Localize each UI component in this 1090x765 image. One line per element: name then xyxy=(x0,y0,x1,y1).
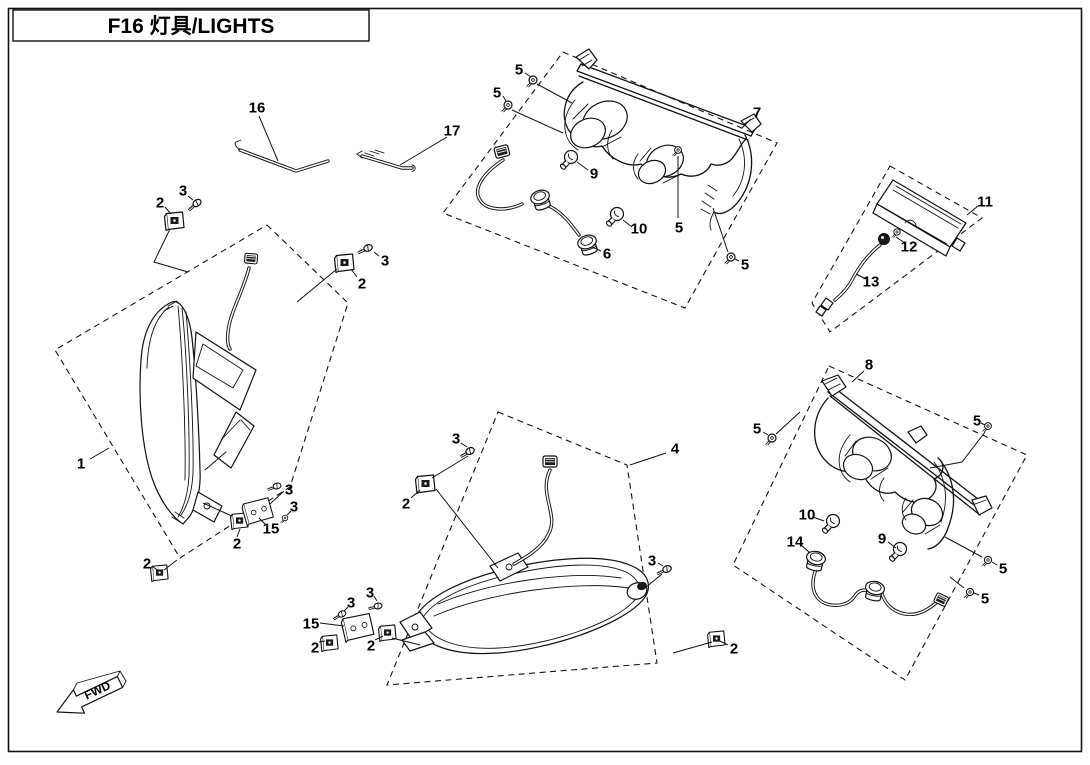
callout-11: 11 xyxy=(977,194,993,211)
callout-15: 15 xyxy=(263,521,280,538)
callout-3: 3 xyxy=(452,431,460,448)
callout-5: 5 xyxy=(981,591,989,608)
callout-16: 16 xyxy=(249,100,266,117)
group-4-position-light xyxy=(318,411,729,686)
group-1-headlight-housing xyxy=(54,195,380,583)
callout-5: 5 xyxy=(753,421,761,438)
callout-3: 3 xyxy=(648,553,656,570)
callout-2: 2 xyxy=(143,556,151,573)
callout-2: 2 xyxy=(156,195,164,212)
callout-3: 3 xyxy=(285,482,293,499)
callout-14: 14 xyxy=(787,534,804,551)
page-title: F16 灯具/LIGHTS xyxy=(108,15,275,38)
callout-5: 5 xyxy=(741,257,749,274)
callout-10: 10 xyxy=(799,507,816,524)
callout-15: 15 xyxy=(303,616,320,633)
callout-4: 4 xyxy=(671,441,680,458)
title-box: F16 灯具/LIGHTS xyxy=(12,9,370,42)
callout-10: 10 xyxy=(631,221,648,238)
callout-2: 2 xyxy=(402,496,410,513)
callout-2: 2 xyxy=(358,276,366,293)
callout-3: 3 xyxy=(290,499,298,516)
part-16-rod xyxy=(234,115,330,173)
callout-6: 6 xyxy=(603,246,611,263)
callout-17: 17 xyxy=(444,123,461,140)
callout-1: 1 xyxy=(77,456,85,473)
callout-2: 2 xyxy=(233,536,241,553)
callout-13: 13 xyxy=(863,274,880,291)
group-7-headlight-upper xyxy=(442,48,778,309)
callout-7: 7 xyxy=(753,105,761,122)
page-border xyxy=(7,7,1083,753)
callout-3: 3 xyxy=(347,595,355,612)
callout-5: 5 xyxy=(973,413,981,430)
callout-2: 2 xyxy=(311,640,319,657)
part-17-rod xyxy=(356,136,448,172)
group-11-position-lamp xyxy=(811,165,984,333)
callout-3: 3 xyxy=(366,585,374,602)
callout-3: 3 xyxy=(179,183,187,200)
callout-9: 9 xyxy=(878,531,886,548)
fwd-arrow: FWD xyxy=(56,670,127,714)
callout-5: 5 xyxy=(999,561,1007,578)
callout-12: 12 xyxy=(901,239,918,256)
callout-8: 8 xyxy=(865,357,873,374)
callout-3: 3 xyxy=(381,253,389,270)
callout-2: 2 xyxy=(367,638,375,655)
callout-9: 9 xyxy=(590,166,598,183)
callout-5: 5 xyxy=(515,62,523,79)
group-8-headlight-lower xyxy=(732,365,1028,681)
callout-5: 5 xyxy=(675,220,683,237)
callout-5: 5 xyxy=(493,85,501,102)
callout-2: 2 xyxy=(730,641,738,658)
